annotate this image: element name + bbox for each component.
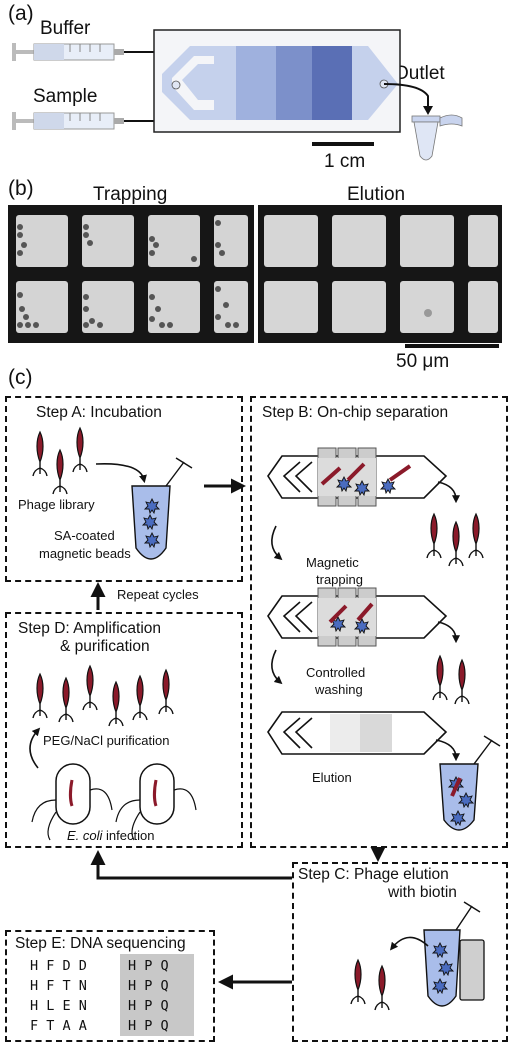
outlet-tube xyxy=(411,114,463,161)
sample-syringe xyxy=(12,112,124,130)
step-e-title: Step E: DNA sequencing xyxy=(15,935,186,952)
controlled-label: Controlled xyxy=(306,665,366,680)
variable-residues: H F T N xyxy=(30,978,87,994)
conserved-residues: H P Q xyxy=(128,978,169,994)
phage-library-label: Phage library xyxy=(18,497,95,512)
buffer-syringe xyxy=(12,43,124,61)
elution-step-label: Elution xyxy=(312,770,352,785)
peg-label: PEG/NaCl purification xyxy=(43,733,170,748)
sample-label: Sample xyxy=(33,86,98,107)
variable-residues: F T A A xyxy=(30,1018,87,1034)
conserved-residues: H P Q xyxy=(128,1018,169,1034)
sequence-table: H F D D H P Q H F T N H P Q H L E N H P Q F… xyxy=(30,957,169,1037)
ecoli-label: E. coli infection xyxy=(67,828,154,843)
conserved-residues: H P Q xyxy=(128,998,169,1014)
step-b-box xyxy=(250,396,508,848)
step-a-box xyxy=(5,396,243,582)
variable-residues: H L E N xyxy=(30,998,87,1014)
elution-micrograph xyxy=(258,205,502,343)
step-c-title-line2: with biotin xyxy=(388,884,457,901)
trapping-micrograph xyxy=(8,205,254,343)
step-a-title: Step A: Incubation xyxy=(36,404,162,421)
step-d-title-line1: Step D: Amplification xyxy=(18,620,162,637)
step-c-title-line1: Step C: Phage elution xyxy=(298,866,449,883)
sa-coated-label: SA-coated xyxy=(54,528,115,543)
magnetic-beads-label: magnetic beads xyxy=(39,546,131,561)
sequence-highlight xyxy=(120,954,194,1036)
conserved-residues: H P Q xyxy=(128,958,169,974)
variable-residues: H F D D xyxy=(30,958,87,974)
scale-1cm-label: 1 cm xyxy=(324,151,366,172)
step-d-title-line2: & purification xyxy=(60,638,150,655)
elution-label: Elution xyxy=(347,184,406,205)
micrograph-images xyxy=(8,205,502,348)
microfluidic-chip xyxy=(162,46,398,120)
panel-c-letter: (c) xyxy=(8,366,33,389)
step-b-title: Step B: On-chip separation xyxy=(262,404,449,421)
trapping-label: Trapping xyxy=(93,184,168,205)
washing-label: washing xyxy=(315,682,363,697)
ecoli-rest: infection xyxy=(102,828,155,843)
chip-illustration xyxy=(12,29,463,161)
panel-a-letter: (a) xyxy=(8,2,34,25)
scale-50um-label: 50 μm xyxy=(396,351,450,372)
buffer-label: Buffer xyxy=(40,18,91,39)
outlet-label: Outlet xyxy=(394,63,445,84)
repeat-cycles-label: Repeat cycles xyxy=(117,587,199,602)
trapping-step-label: trapping xyxy=(316,572,363,587)
panel-b-letter: (b) xyxy=(8,177,34,200)
ecoli-italic: E. coli xyxy=(67,828,103,843)
magnetic-label: Magnetic xyxy=(306,555,359,570)
